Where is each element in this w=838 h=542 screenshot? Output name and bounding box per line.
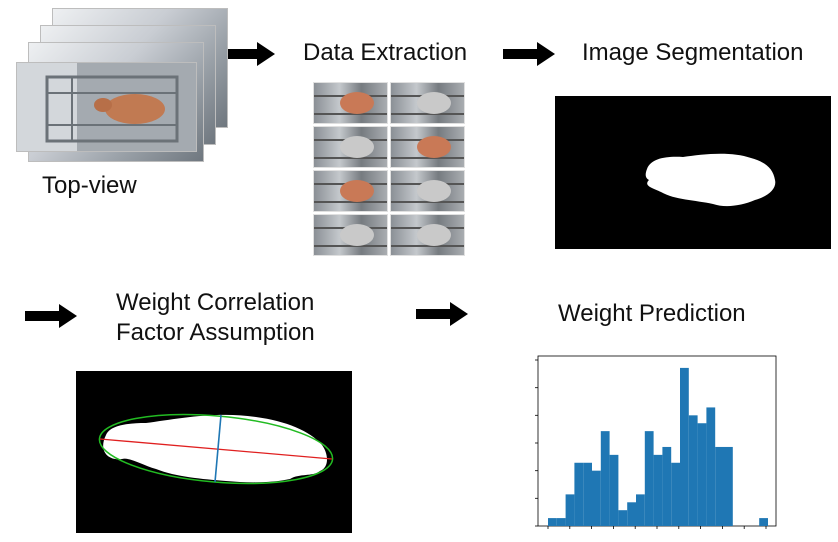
ellipse-fit-image <box>76 371 352 533</box>
histogram-bar <box>706 407 716 526</box>
histogram-bar <box>548 518 557 526</box>
right-arrow-icon <box>416 302 468 326</box>
weight-correlation-line2: Factor Assumption <box>116 319 315 346</box>
extracted-frame-tile <box>313 126 388 168</box>
right-arrow-icon <box>25 304 77 328</box>
pig-mask <box>645 153 776 207</box>
extracted-frame-tile <box>313 170 388 212</box>
histogram-bar <box>636 494 645 526</box>
histogram-bar <box>671 462 680 526</box>
histogram-bar <box>574 462 584 526</box>
histogram-bar <box>618 510 628 526</box>
histogram-bar <box>724 446 733 526</box>
histogram-bar <box>680 367 689 526</box>
minor-axis-line <box>214 414 222 483</box>
major-axis-line <box>99 438 333 460</box>
histogram-bar <box>565 494 575 526</box>
pig-shape <box>105 94 165 124</box>
histogram-bar <box>609 454 619 526</box>
histogram-bar <box>688 415 698 526</box>
histogram-bar <box>662 446 672 526</box>
weight-prediction-label: Weight Prediction <box>558 300 746 327</box>
right-arrow-icon <box>503 42 555 66</box>
histogram-bar <box>759 518 768 526</box>
histogram-bar <box>556 518 566 526</box>
weight-histogram <box>535 355 777 529</box>
extracted-frame-tile <box>313 82 388 124</box>
extracted-frame-tile <box>390 82 465 124</box>
data-extraction-label: Data Extraction <box>303 39 468 66</box>
histogram-bar <box>644 431 654 526</box>
fitted-ellipse <box>98 413 334 485</box>
histogram-bar <box>583 462 592 526</box>
histogram-bar <box>600 431 610 526</box>
weight-correlation-line1: Weight Correlation <box>116 289 315 316</box>
histogram-bar <box>627 502 636 526</box>
right-arrow-icon <box>223 42 275 66</box>
histogram-bar <box>592 470 601 526</box>
extracted-frame-tile <box>390 214 465 256</box>
image-segmentation-label: Image Segmentation <box>582 39 804 66</box>
histogram-bar <box>653 454 663 526</box>
extracted-frame-tile <box>390 170 465 212</box>
extraction-tile-grid <box>313 82 465 257</box>
extracted-frame-tile <box>390 126 465 168</box>
extracted-frame-tile <box>313 214 388 256</box>
weight-correlation-title: Weight Correlation Factor Assumption <box>116 288 315 348</box>
histogram-bar <box>697 423 707 526</box>
segmentation-mask-image <box>555 96 831 249</box>
top-view-label: Top-view <box>42 172 137 199</box>
histogram-bar <box>715 446 724 526</box>
top-view-frame-front <box>16 62 197 152</box>
